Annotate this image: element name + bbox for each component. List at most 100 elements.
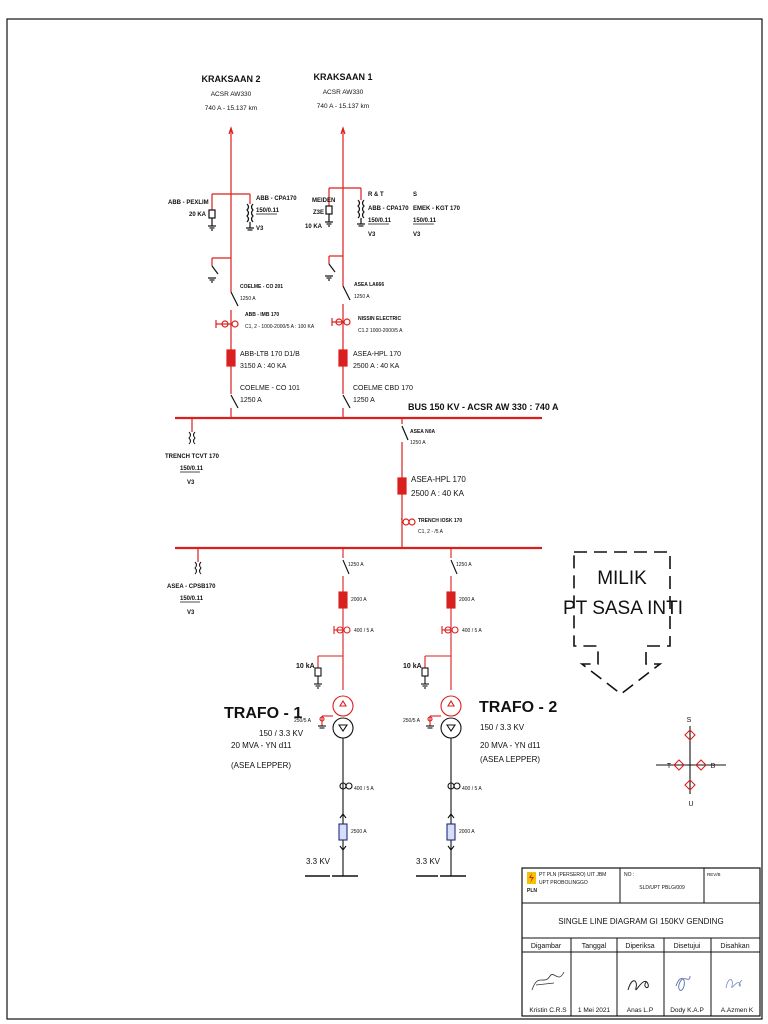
cb-rating: 2500 A : 40 KA — [353, 363, 400, 370]
ds-bus-rating: 1250 A — [240, 397, 262, 404]
lv-voltage: 3.3 KV — [306, 857, 331, 866]
page-frame — [6, 18, 763, 1020]
pln-logo-icon: PLN — [527, 872, 537, 894]
ds-rating: 1250 A — [240, 296, 256, 302]
trafo-voltage: 150 / 3.3 KV — [259, 729, 304, 738]
lv-ct-ratio: 400 / 5 A — [462, 786, 482, 792]
current-transformer-icon — [339, 782, 353, 790]
disconnector-icon — [342, 285, 351, 301]
owner-arrow-outline — [573, 551, 671, 696]
drawing-title: SINGLE LINE DIAGRAM GI 150KV GENDING — [558, 917, 723, 926]
name-drawn: Kristin C.R.S — [529, 1007, 567, 1014]
ngr-ratio: 250/5 A — [294, 718, 312, 724]
lv-ct-ratio: 400 / 5 A — [354, 786, 374, 792]
doc-no-label: NO : — [624, 872, 634, 878]
bus-vt-root: V3 — [187, 480, 195, 486]
lv-voltage: 3.3 KV — [416, 857, 441, 866]
feeder-rating: 740 A - 15.137 km — [317, 103, 369, 110]
bus-vt-root: V3 — [187, 610, 195, 616]
feeder-name: KRAKSAAN 1 — [313, 72, 372, 82]
trafo-voltage: 150 / 3.3 KV — [480, 723, 525, 732]
line-entry-arrow — [228, 126, 234, 135]
revision: REV/B — [707, 872, 721, 877]
ct-ratio: 400 / 5 A — [354, 628, 374, 634]
cvt-s-phase: S — [413, 192, 417, 198]
ds-rating: 1250 A — [354, 294, 370, 300]
bus-vt-ratio: 150/0.11 — [180, 596, 204, 602]
bay-kraksaan1 — [325, 126, 365, 418]
ds-rating: 1250 A — [348, 562, 364, 568]
cvt-root: V3 — [256, 226, 264, 232]
bus-vt-ratio: 150/0.11 — [180, 466, 204, 472]
signature-drawn — [531, 971, 565, 991]
compass-e-label: B — [711, 763, 716, 770]
title-block: PLN PT PLN (PERSERO) UIT JBM UPT PROBOLI… — [521, 867, 761, 1017]
busbar-1: BUS 150 KV - ACSR AW 330 : 740 A TRENCH … — [165, 402, 559, 486]
coupler-cb-rating: 2500 A : 40 KA — [411, 489, 465, 498]
disconnector-icon — [230, 291, 239, 307]
owner-line2: PT SASA INTI — [563, 598, 683, 619]
cb-label: ABB-LTB 170 D1/B — [240, 351, 300, 358]
trafo-name: TRAFO - 2 — [479, 699, 557, 716]
cb-rating: 2000 A — [351, 597, 367, 603]
circuit-breaker-icon — [338, 591, 348, 609]
header-date: Tanggal — [582, 943, 607, 950]
ds-label: ASEA LA666 — [354, 282, 384, 288]
compass-east-icon — [695, 759, 707, 771]
compass-west-icon — [673, 759, 685, 771]
trafo-rating: 20 MVA - YN d11 — [480, 741, 541, 750]
cb-label: ASEA-HPL 170 — [353, 351, 401, 358]
cvt-icon — [357, 199, 365, 227]
ds-rating: 1250 A — [456, 562, 472, 568]
current-transformer-icon — [447, 782, 461, 790]
cvt-r-ratio: 150/0.11 — [368, 218, 392, 224]
current-transformer-icon — [333, 626, 351, 634]
bus-vt-icon — [188, 431, 191, 445]
current-transformer-icon — [401, 518, 416, 526]
signature-approved — [675, 975, 691, 991]
feeder-kraksaan2-header: KRAKSAAN 2 ACSR AW330 740 A - 15.137 km — [201, 74, 260, 112]
ngr-ct-icon — [319, 716, 325, 722]
disconnector-icon — [230, 394, 239, 409]
ds-bus-rating: 1250 A — [353, 397, 375, 404]
feeder-cable: ACSR AW330 — [211, 91, 252, 98]
doc-no-value: SLD/UPT PBLG/009 — [639, 885, 685, 891]
circuit-breaker-icon — [338, 349, 348, 367]
la-rating: 10 kA — [403, 663, 422, 670]
compass-north-icon — [684, 729, 696, 741]
lv-cb-rating: 2000 A — [459, 829, 475, 835]
header-drawn: Digambar — [531, 943, 562, 950]
compass-s-label: U — [688, 801, 693, 808]
ds-bus-label: COELME CBD 170 — [353, 385, 413, 392]
cvt-label: ABB - CPA170 — [256, 196, 297, 202]
disconnector-icon — [401, 425, 409, 441]
header-ratified: Disahkan — [720, 943, 749, 950]
cvt-ratio: 150/0.11 — [256, 208, 280, 214]
feeder-cable: ACSR AW330 — [323, 89, 364, 96]
bay-kraksaan2-labels: ABB - PEXLIM 20 KA ABB - CPA170 150/0.11… — [168, 196, 315, 404]
earth-switch-icon — [328, 263, 336, 273]
la-rating: 20 KA — [189, 212, 207, 218]
signature-checked — [627, 980, 649, 991]
bay-trafo2 — [421, 548, 466, 877]
cb-rating: 3150 A : 40 KA — [240, 363, 287, 370]
bus-coupler — [397, 418, 416, 548]
header-approved: Disetujui — [674, 943, 701, 950]
circuit-breaker-icon — [397, 477, 407, 495]
ds-label: COELME - CO 201 — [240, 284, 283, 290]
la-rating: 10 kA — [296, 663, 315, 670]
feeder-name: KRAKSAAN 2 — [201, 74, 260, 84]
disconnector-icon — [342, 394, 351, 409]
company-name: PT PLN (PERSERO) UIT JBM — [539, 872, 606, 878]
ct-ratio: C1, 2 - 1000-2000/5 A : 100 KA — [245, 324, 315, 330]
lv-cb-rating: 2500 A — [351, 829, 367, 835]
cvt-r-phase: R & T — [368, 192, 384, 198]
name-approved: Dody K.A.P — [670, 1007, 704, 1014]
ct-ratio: 400 / 5 A — [462, 628, 482, 634]
circuit-breaker-icon — [226, 349, 236, 367]
coupler-cb-label: ASEA-HPL 170 — [411, 475, 466, 484]
power-transformer-icon — [332, 695, 354, 739]
company-unit: UPT PROBOLINGGO — [539, 880, 588, 886]
lightning-arrester-icon — [314, 667, 322, 677]
earth-switch-icon — [211, 265, 219, 275]
